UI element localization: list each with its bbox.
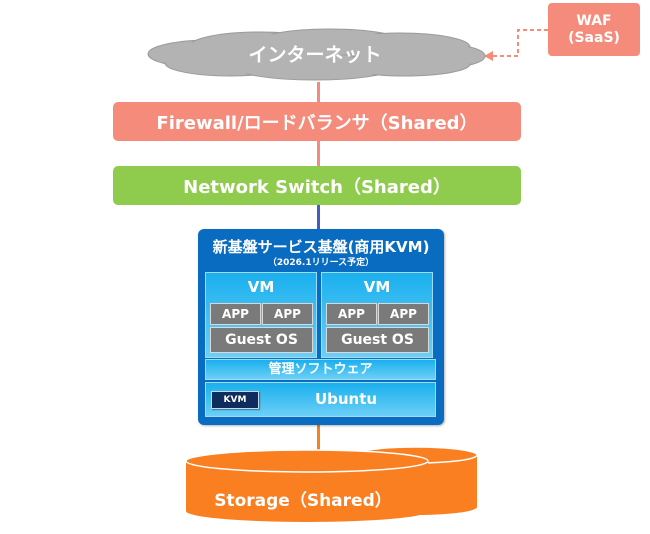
network-switch-label: Network Switch（Shared） [183,176,451,198]
storage-cylinders-icon [185,446,478,522]
app-box: APP [262,303,313,325]
kvm-badge: KVM [211,391,259,409]
connector-platform-storage [317,425,320,455]
vm-box: VM APP APP Guest OS [205,272,317,358]
connector-switch-platform [317,205,320,229]
host-os-label: Ubuntu [314,390,378,408]
internet-cloud: インターネット [140,26,490,82]
service-platform-box: 新基盤サービス基盤(商用KVM) （2026.1リリース予定） VM APP A… [198,229,444,425]
platform-title: 新基盤サービス基盤(商用KVM) [212,238,430,256]
cloud-icon [147,28,486,81]
waf-box: WAF (SaaS) [548,3,640,56]
app-box: APP [378,303,429,325]
firewall-label: Firewall/ロードバランサ（Shared） [156,112,478,134]
waf-dashed-arrow [484,29,548,61]
internet-label: インターネット [248,44,382,66]
management-software-layer: 管理ソフトウェア [205,359,436,380]
network-switch-box: Network Switch（Shared） [113,166,521,205]
connector-internet-firewall [317,82,320,102]
app-box: APP [210,303,261,325]
storage-cylinder-front [185,449,429,522]
firewall-loadbalancer-box: Firewall/ロードバランサ（Shared） [113,102,521,141]
storage-label: Storage（Shared） [214,491,392,511]
vm-title: VM [363,278,391,296]
guest-os-box: Guest OS [210,327,313,353]
waf-label: WAF [576,12,612,29]
vm-title: VM [247,278,275,296]
guest-os-box: Guest OS [326,327,429,353]
waf-sublabel: (SaaS) [568,29,620,46]
platform-subtitle: （2026.1リリース予定） [267,258,375,268]
host-os-layer: KVM Ubuntu [205,382,436,417]
app-box: APP [326,303,377,325]
connector-firewall-switch [317,141,320,166]
vm-box: VM APP APP Guest OS [321,272,433,358]
